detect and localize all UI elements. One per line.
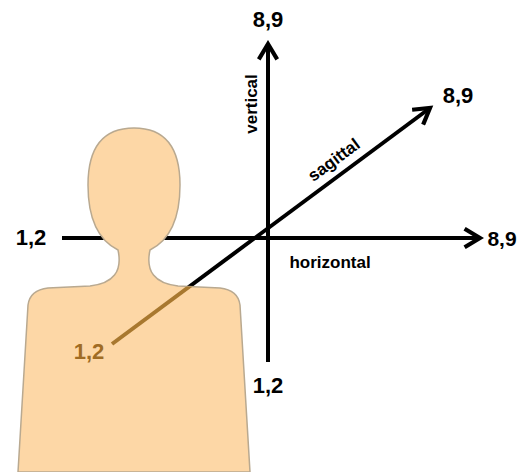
axis-end-value: 8,9 <box>443 85 474 107</box>
axis-end-value: 8,9 <box>487 228 516 249</box>
axis-name: vertical <box>243 74 260 134</box>
sagittal-axis-inside <box>112 108 430 344</box>
vertical-axis <box>266 44 270 362</box>
axis-end-value: 1,2 <box>74 341 105 363</box>
axis-end-value: 1,2 <box>253 375 284 397</box>
axis-end-value: 1,2 <box>16 227 47 249</box>
axis-end-value: 8,9 <box>253 9 284 31</box>
torso-figure <box>18 128 250 472</box>
axis-name: horizontal <box>289 254 370 271</box>
